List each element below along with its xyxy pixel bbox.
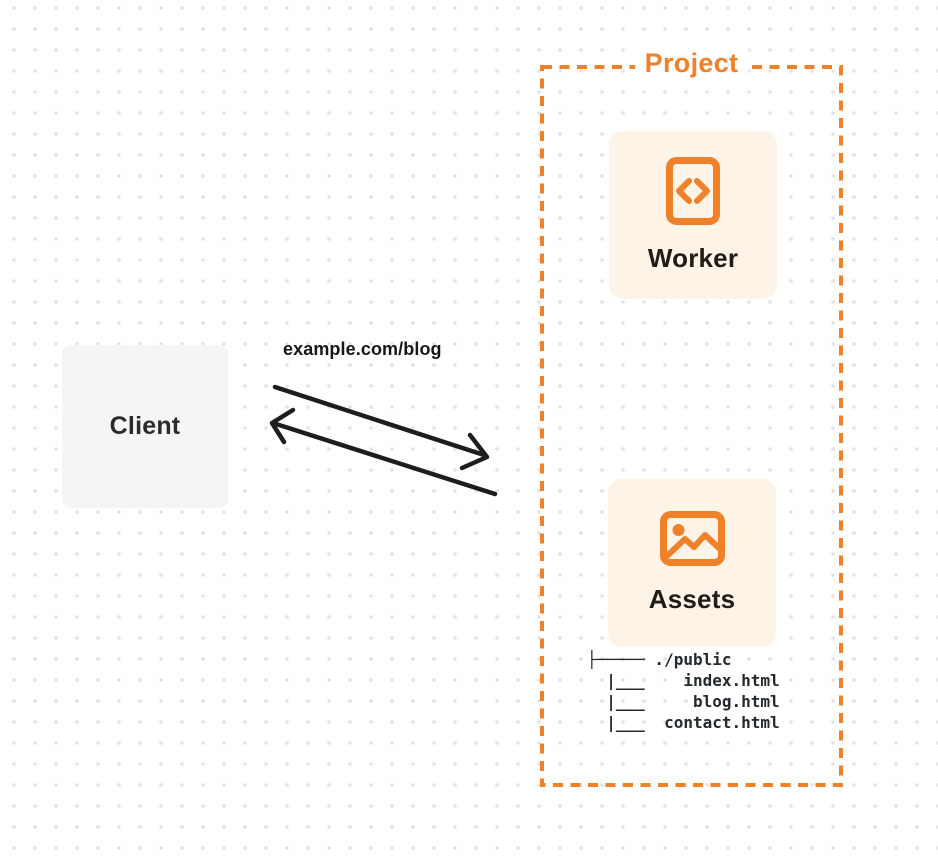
- client-label: Client: [109, 412, 181, 440]
- tree-line-public: ├───── ./public: [587, 650, 732, 669]
- image-icon: [659, 511, 725, 566]
- response-arrow: [269, 407, 498, 497]
- assets-label: Assets: [648, 584, 736, 614]
- assets-node: Assets: [608, 479, 776, 647]
- tree-line-index: |___ index.html: [587, 671, 780, 690]
- tree-line-blog: |___ blog.html: [587, 692, 780, 711]
- project-boundary: Project Worker Assets ├───── ./public |_…: [540, 47, 843, 787]
- project-label: Project: [634, 47, 749, 79]
- worker-label: Worker: [647, 242, 739, 273]
- assets-file-tree: ├───── ./public |___ index.html |___ blo…: [587, 649, 780, 733]
- request-url-label: example.com/blog: [283, 339, 442, 359]
- request-arrow: [272, 384, 490, 471]
- worker-node: Worker: [609, 131, 777, 299]
- client-node: Client: [62, 345, 228, 508]
- code-document-icon: [666, 156, 720, 225]
- tree-line-contact: |___ contact.html: [587, 713, 780, 732]
